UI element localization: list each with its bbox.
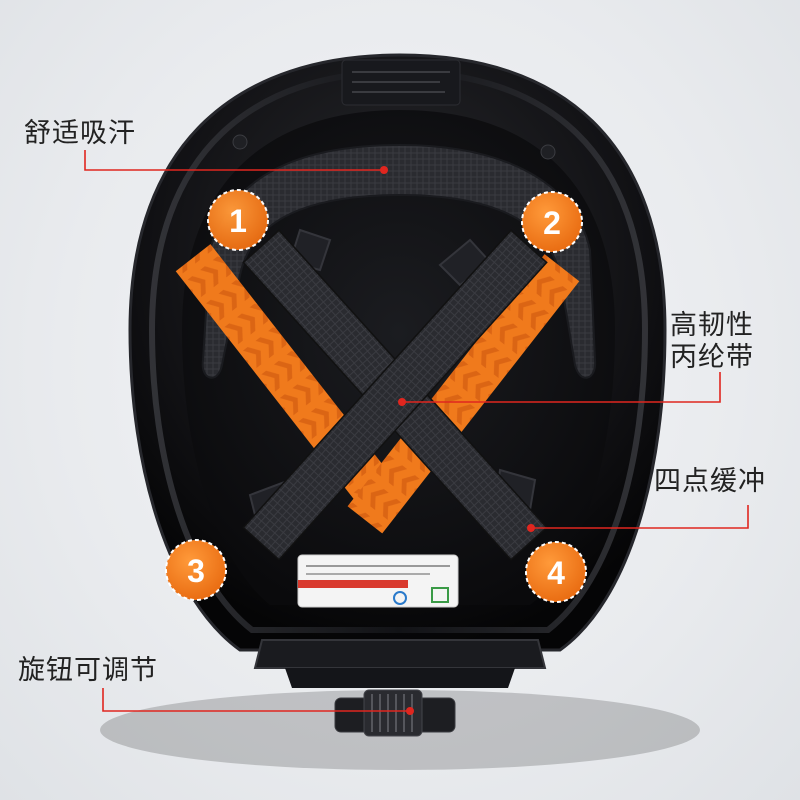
callout-label-knob: 旋钮可调节	[18, 655, 158, 686]
badge-4-label: 4	[547, 555, 565, 591]
helmet-rim	[148, 68, 649, 633]
callout-lines	[84, 150, 749, 712]
badge-3: 3	[165, 539, 227, 601]
badge-1: 1	[207, 189, 269, 251]
callout-dots	[380, 166, 535, 715]
screw-left	[232, 134, 248, 150]
polypropylene-x-strap	[242, 229, 548, 561]
badge-1-label: 1	[229, 203, 247, 239]
headband-ring	[253, 639, 547, 669]
callout-line-strap	[402, 372, 721, 403]
callout-label-comfort: 舒适吸汗	[24, 118, 136, 149]
callout-line-comfort	[84, 150, 384, 171]
callout-label-buffer: 四点缓冲	[654, 466, 766, 497]
callout-line-buffer	[531, 505, 749, 529]
callout-line-knob	[102, 688, 410, 712]
badge-2: 2	[521, 191, 583, 253]
badge-4: 4	[525, 541, 587, 603]
badge-2-label: 2	[543, 205, 561, 241]
safety-sticker	[297, 554, 459, 608]
embossed-text-lines	[352, 71, 450, 93]
badge-3-label: 3	[187, 553, 205, 589]
comfort-padding	[201, 143, 597, 379]
screw-right	[540, 144, 556, 160]
adjustment-knob	[334, 689, 456, 737]
headband-ratchet	[285, 668, 515, 688]
callout-label-strap: 高韧性丙纶带	[670, 310, 754, 374]
